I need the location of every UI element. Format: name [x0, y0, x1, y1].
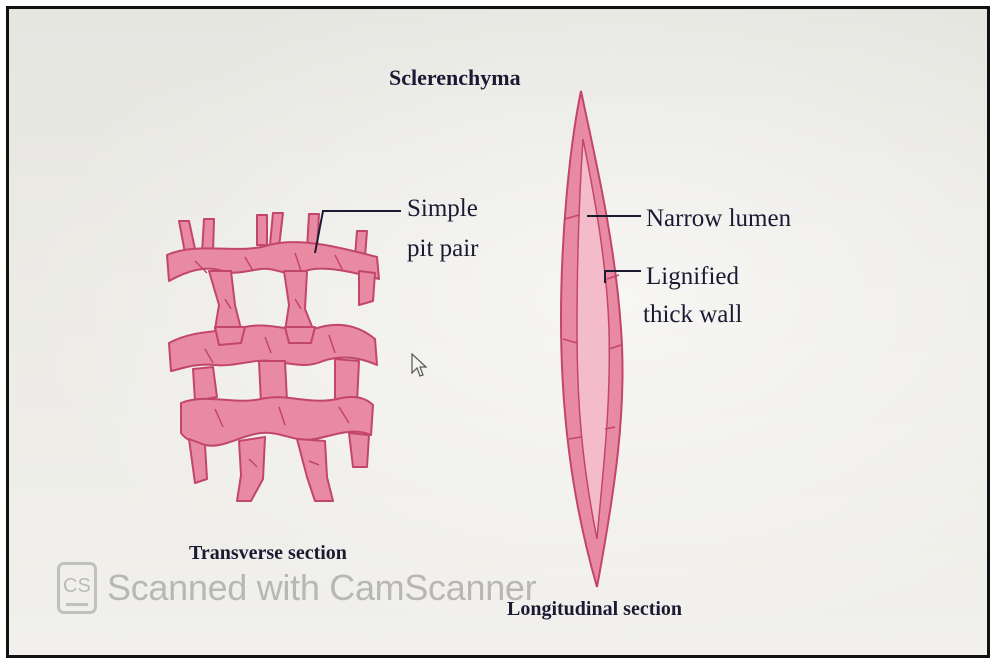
label-lignified-line2: thick wall: [643, 301, 742, 329]
label-simple-pit-line2: pit pair: [407, 235, 479, 263]
camscanner-watermark: CS Scanned with CamScanner: [57, 553, 536, 623]
longitudinal-section-drawing: [561, 91, 623, 587]
watermark-logo-text: CS: [63, 575, 91, 598]
diagram-frame: Sclerenchyma Simple pit pair Narrow lume…: [6, 6, 990, 658]
label-lignified-line1: Lignified: [646, 263, 739, 291]
transverse-section-drawing: [167, 213, 379, 501]
label-narrow-lumen: Narrow lumen: [646, 205, 791, 233]
label-simple-pit-line1: Simple: [407, 195, 478, 223]
watermark-text: Scanned with CamScanner: [107, 567, 536, 609]
mouse-pointer-icon: [411, 353, 427, 379]
diagram-title: Sclerenchyma: [389, 65, 521, 91]
camscanner-logo-icon: CS: [57, 562, 97, 614]
